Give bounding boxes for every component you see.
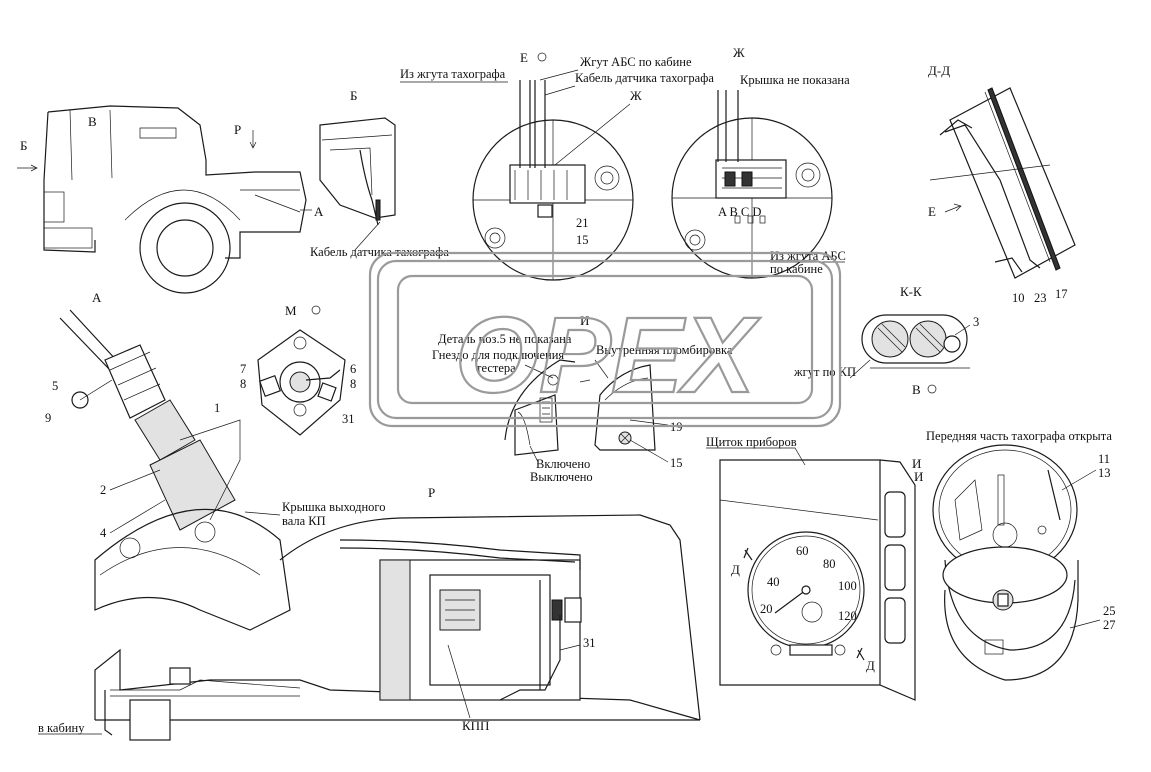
- to-cab-label: в кабину: [38, 721, 85, 735]
- kpp-label: КПП: [462, 718, 489, 733]
- view-dd-cross-section: [929, 87, 1076, 279]
- view-b-caption: Б: [350, 88, 357, 103]
- pos-21-label: 21: [576, 216, 589, 230]
- view-m-marker-circle: [311, 305, 321, 315]
- truck-side-view: [17, 105, 307, 294]
- view-i-tachograph-front: [504, 359, 669, 463]
- tacho-front-open-label: Передняя часть тахографа открыта: [926, 429, 1112, 443]
- opex-watermark: OPEX: [368, 251, 842, 428]
- pos-23-label: 23: [1034, 291, 1047, 305]
- view-a-caption: А: [92, 290, 102, 305]
- speedo-120: 120: [838, 609, 857, 623]
- pos-7-label: 7: [240, 362, 246, 376]
- view-r-arrow: [249, 130, 257, 149]
- cover-not-shown-label: Крышка не показана: [740, 73, 850, 87]
- view-m-flange: [257, 329, 346, 436]
- pos-27-label: 27: [1103, 618, 1116, 632]
- view-dd-caption: Д-Д: [928, 63, 950, 78]
- view-v-on-truck-label: В: [88, 114, 97, 129]
- part5-not-shown-label: Деталь поз.5 не показана: [438, 332, 572, 346]
- view-kk-cross-section: [861, 314, 971, 364]
- view-m-caption: М: [285, 303, 297, 318]
- leaders-view-a: [109, 469, 166, 534]
- watermark-text: OPEX: [455, 294, 761, 415]
- leader-switch: [529, 445, 539, 463]
- pos-31-m-label: 31: [342, 412, 355, 426]
- leader-11-13: [1061, 469, 1097, 491]
- pos-25-label: 25: [1103, 604, 1116, 618]
- view-e-caption: Е: [520, 50, 528, 65]
- switched-off-label: Выключено: [530, 470, 593, 484]
- view-e-tachograph-back: [472, 69, 634, 281]
- view-e-arrow-label: Е: [928, 204, 936, 219]
- view-i-caption: И: [580, 313, 589, 328]
- tacho-sensor-cable-label-1: Кабель датчика тахографа: [310, 245, 449, 259]
- pos-8-right-label: 8: [350, 377, 356, 391]
- tester-socket-label-2: тестера: [476, 361, 516, 375]
- tacho-front-open-drawing: [932, 444, 1079, 681]
- speedo-100: 100: [838, 579, 857, 593]
- along-cab-label: по кабине: [770, 262, 823, 276]
- pos-2-label: 2: [100, 483, 106, 497]
- harness-along-kp-label: жгут по КП: [793, 365, 856, 379]
- pos-3-label: 3: [973, 315, 979, 329]
- pos-4-label: 4: [100, 526, 107, 540]
- pos-1-label: 1: [214, 401, 220, 415]
- underline-instrument-panel: [706, 447, 806, 466]
- pos-13-label: 13: [1098, 466, 1111, 480]
- pos-6-label: 6: [350, 362, 356, 376]
- view-e-marker-circle: [537, 52, 547, 62]
- d-marker-1: Д: [731, 562, 740, 577]
- view-r-arrow-label: Р: [234, 122, 241, 137]
- leader-kpp: [447, 644, 471, 719]
- abcd-pins-label: A B C D: [718, 205, 761, 219]
- pos-15-top-label: 15: [576, 233, 589, 247]
- view-r-big-caption: Р: [428, 485, 435, 500]
- pos-31-r-label: 31: [583, 636, 596, 650]
- pos-9-label: 9: [45, 411, 51, 425]
- view-zh-tachograph-back: [671, 90, 833, 279]
- view-a-sensor-detail: [59, 309, 291, 631]
- leader-tacho-cable-1: [354, 221, 381, 251]
- output-shaft-cover-label-2: вала КП: [282, 514, 326, 528]
- pos-17-label: 17: [1055, 287, 1068, 301]
- view-v-caption: В: [912, 382, 921, 397]
- d-marker-2: Д: [866, 658, 875, 673]
- instrument-panel-label: Щиток приборов: [706, 435, 797, 449]
- view-b-cab-detail: [319, 117, 396, 226]
- speedo-40: 40: [767, 575, 780, 589]
- pos-15-mid-label: 15: [670, 456, 683, 470]
- view-b-arrow-label: Б: [20, 138, 27, 153]
- view-e-arrow: [944, 203, 962, 213]
- abs-harness-cab-label: Жгут АБС по кабине: [580, 55, 692, 69]
- speedo-60: 60: [796, 544, 809, 558]
- leader-output-shaft: [244, 511, 281, 516]
- view-r-gearbox: [94, 514, 701, 741]
- speedo-80: 80: [823, 557, 836, 571]
- internal-seal-label: Внутренняя пломбировка: [596, 343, 733, 357]
- leader-31-r: [559, 644, 581, 651]
- view-v-marker-circle: [927, 384, 937, 394]
- pos-5-label: 5: [52, 379, 58, 393]
- view-a-on-truck-label: А: [314, 204, 324, 219]
- view-zh-marker: Ж: [630, 88, 642, 103]
- pos-10-label: 10: [1012, 291, 1025, 305]
- from-tacho-harness-label: Из жгута тахографа: [400, 67, 506, 81]
- leader-25-27: [1069, 619, 1101, 629]
- speedo-20: 20: [760, 602, 773, 616]
- i-marker-1: И: [912, 456, 921, 471]
- tester-socket-label-1: Гнездо для подключения: [432, 348, 564, 362]
- leader-harness-kp: [849, 359, 871, 379]
- switched-on-label: Включено: [536, 457, 590, 471]
- instrument-panel-drawing: [719, 459, 916, 701]
- pos-8-left-label: 8: [240, 377, 246, 391]
- i-marker-2: И: [914, 469, 923, 484]
- view-zh-caption: Ж: [733, 45, 745, 60]
- pos-11-label: 11: [1098, 452, 1110, 466]
- tacho-sensor-cable-label-2: Кабель датчика тахографа: [575, 71, 714, 85]
- output-shaft-cover-label-1: Крышка выходного: [282, 500, 386, 514]
- view-kk-caption: К-К: [900, 284, 922, 299]
